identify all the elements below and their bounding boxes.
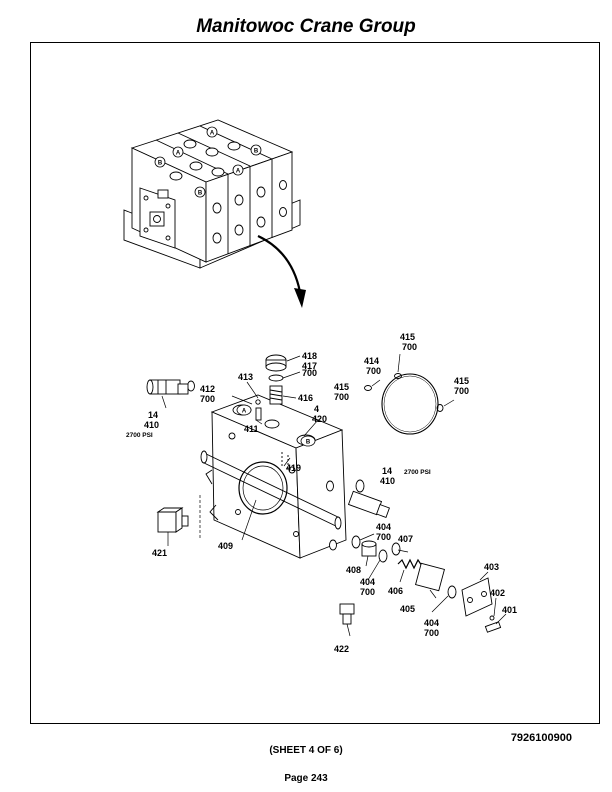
callout-404-qty: 700 [376, 532, 391, 542]
callout-416: 416 [298, 393, 313, 403]
port-mark-a: A [236, 169, 241, 175]
callout-409: 409 [218, 541, 233, 551]
callout-408: 408 [346, 565, 361, 575]
pressure-label: 2700 PSI [126, 432, 153, 439]
callout-413: 413 [238, 372, 253, 382]
page-title: Manitowoc Crane Group [196, 16, 416, 37]
callout-414: 414 [364, 356, 379, 366]
section-block [200, 394, 347, 559]
valve-bank-assembly [123, 119, 301, 269]
callout-414-qty: 700 [366, 366, 381, 376]
callout-415: 415 [400, 332, 415, 342]
callout-419: 419 [286, 463, 301, 473]
callout-402: 402 [490, 588, 505, 598]
callout-14: 14 [382, 466, 392, 476]
pressure-label: 2700 PSI [404, 469, 431, 476]
callout-406: 406 [388, 586, 403, 596]
callout-4: 4 [314, 404, 319, 414]
callout-417-qty: 700 [302, 368, 317, 378]
port-mark-b: B [306, 440, 311, 446]
curved-arrow-icon [257, 235, 306, 308]
callout-422: 422 [334, 644, 349, 654]
port-mark-b: B [198, 191, 203, 197]
section-port-marks: A B [236, 404, 316, 447]
leader-lines [161, 353, 507, 637]
page-number: Page 243 [284, 773, 328, 784]
callout-415-qty: 700 [454, 386, 469, 396]
callout-410: 410 [380, 476, 395, 486]
callout-404: 404 [360, 577, 375, 587]
port-mark-a: A [176, 151, 181, 157]
port-mark-a: A [210, 131, 215, 137]
port-mark-a: A [242, 409, 247, 415]
part-callouts: 418 417 700 416 413 412 700 411 4 420 41… [126, 332, 517, 654]
parts [146, 354, 502, 633]
sheet-label: (SHEET 4 OF 6) [269, 745, 343, 756]
callout-404: 404 [376, 522, 391, 532]
callout-404: 404 [424, 618, 439, 628]
callout-415-qty: 700 [334, 392, 349, 402]
callout-405: 405 [400, 604, 415, 614]
callout-415: 415 [454, 376, 469, 386]
callout-417: 417 [302, 361, 317, 371]
callout-401: 401 [502, 605, 517, 615]
callout-420: 420 [312, 414, 327, 424]
port-mark-b: B [254, 149, 259, 155]
callout-415: 415 [334, 382, 349, 392]
document-number: 7926100900 [510, 732, 572, 744]
callout-411: 411 [244, 424, 259, 434]
callout-403: 403 [484, 562, 499, 572]
callout-421: 421 [152, 548, 167, 558]
port-mark-b: B [158, 161, 163, 167]
callout-412-qty: 700 [200, 394, 215, 404]
drawing-frame [30, 42, 600, 724]
callout-404-qty: 700 [424, 628, 439, 638]
callout-410: 410 [144, 420, 159, 430]
callout-407: 407 [398, 534, 413, 544]
callout-14: 14 [148, 410, 158, 420]
callout-415-qty: 700 [402, 342, 417, 352]
callout-418: 418 [302, 351, 317, 361]
callout-404-qty: 700 [360, 587, 375, 597]
callout-412: 412 [200, 384, 215, 394]
upper-port-marks: A A B B A B [154, 126, 262, 198]
